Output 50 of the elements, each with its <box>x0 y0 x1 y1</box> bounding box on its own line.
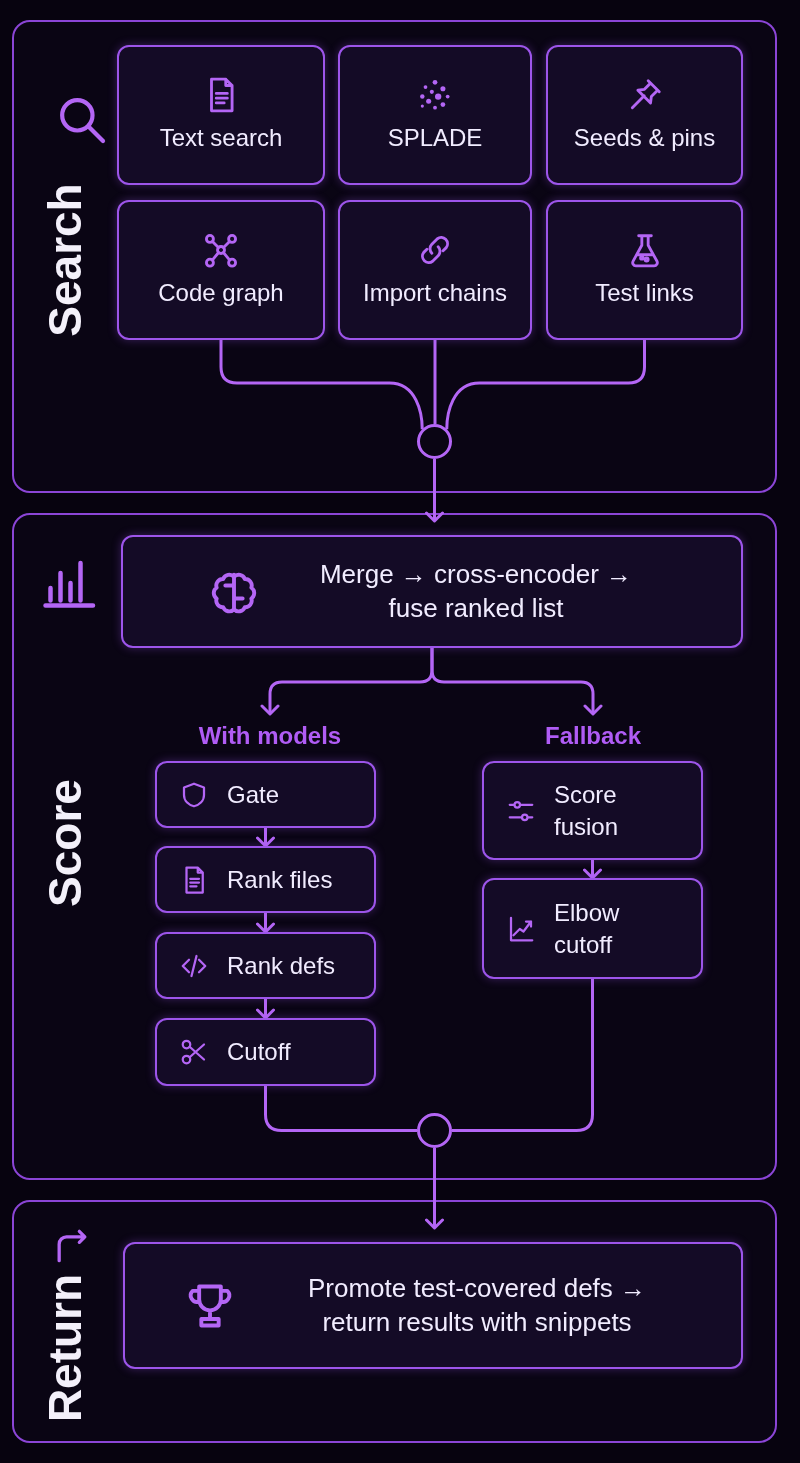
step-label: Text search <box>159 123 283 154</box>
branch-label: With models <box>180 722 360 754</box>
arrow <box>256 913 275 934</box>
step-box <box>482 761 703 860</box>
step-label: Rank files <box>227 864 333 895</box>
connector-line <box>433 340 437 424</box>
arrow <box>425 459 444 523</box>
section-heading: Return <box>38 1273 92 1423</box>
step-box <box>123 1242 743 1369</box>
step-label: Promote test-covered defs → return results with snippets <box>306 1271 648 1339</box>
step-box <box>338 45 532 185</box>
connector-line <box>452 979 594 1132</box>
section-panel <box>12 1200 777 1443</box>
section-panel <box>12 20 777 493</box>
arrow <box>256 828 275 848</box>
connector-line <box>219 340 424 430</box>
step-label: Import chains <box>362 278 508 309</box>
section-heading: Search <box>38 183 92 337</box>
step-label: Cutoff <box>227 1037 291 1068</box>
step-box <box>546 45 743 185</box>
step-label: Elbow cutoff <box>554 898 621 960</box>
branch-label: Fallback <box>513 722 673 754</box>
connector-line <box>445 340 646 430</box>
step-box <box>546 200 743 340</box>
arrow <box>430 648 603 716</box>
arrow <box>583 860 602 880</box>
step-box <box>155 761 376 828</box>
step-label: Seeds & pins <box>573 123 716 154</box>
step-label: Merge → cross-encoder → fuse ranked list <box>318 557 634 625</box>
step-box <box>482 878 703 979</box>
step-label: Score fusion <box>554 780 620 842</box>
step-box <box>155 846 376 913</box>
section-panel <box>12 513 777 1180</box>
step-box <box>117 200 325 340</box>
arrow <box>425 1148 444 1230</box>
step-label: Code graph <box>158 278 284 309</box>
step-label: Gate <box>227 779 280 810</box>
junction-circle <box>417 424 452 459</box>
arrow <box>256 999 275 1020</box>
step-label: SPLADE <box>387 123 483 154</box>
step-box <box>117 45 325 185</box>
step-box <box>121 535 743 648</box>
step-box <box>155 932 376 999</box>
section-heading: Score <box>38 779 92 907</box>
step-label: Test links <box>595 278 694 309</box>
step-box <box>338 200 532 340</box>
step-label: Rank defs <box>227 950 336 981</box>
step-box <box>155 1018 376 1086</box>
connector-line <box>264 1086 417 1132</box>
junction-circle <box>417 1113 452 1148</box>
